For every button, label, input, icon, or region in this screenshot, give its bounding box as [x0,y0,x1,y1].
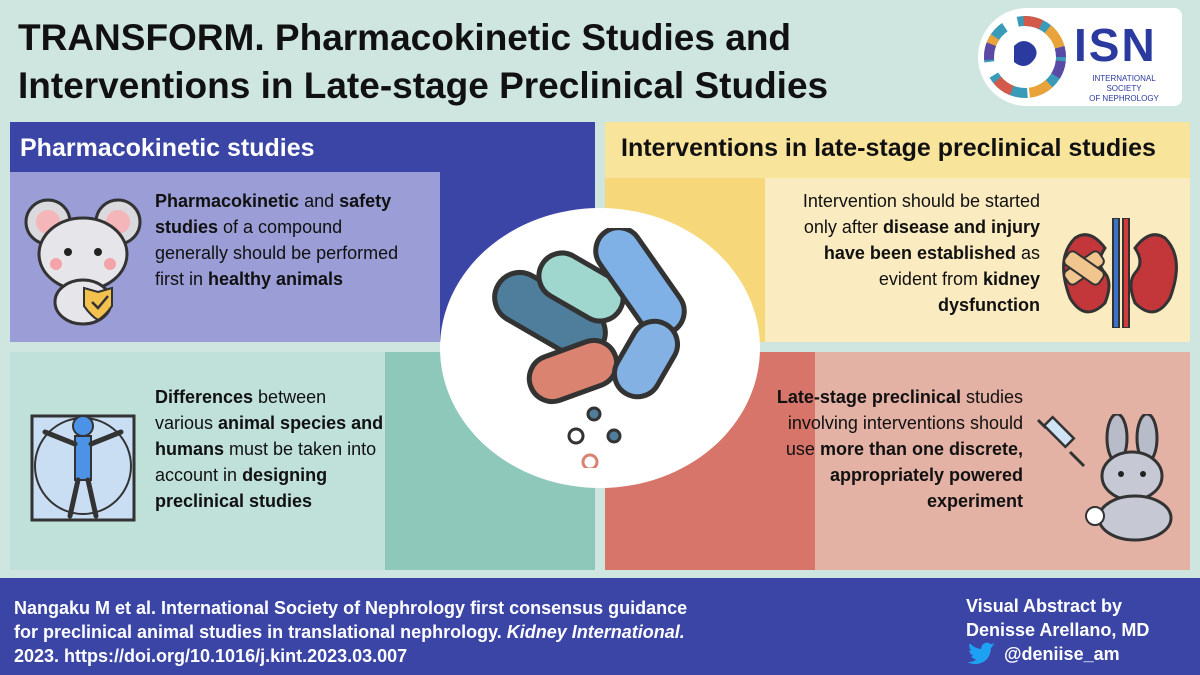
title-line-1: TRANSFORM. Pharmacokinetic Studies and [18,17,792,58]
rabbit-icon [1085,414,1173,542]
panel-heading-bg [605,122,1190,178]
twitter-icon [967,642,995,665]
pk-text-bold-2: safety studies [155,191,392,237]
logo-subtitle: INTERNATIONAL SOCIETY OF NEPHROLOGY [1076,74,1172,104]
pk-text-2: of a compound generally should be perfor… [155,217,399,289]
panel-differences: Differences between various animal speci… [10,352,595,570]
pk-text-bold-3: healthy animals [208,269,344,289]
differences-text-bold-3: designing preclinical studies [155,465,328,511]
differences-text-1: between various [155,387,327,433]
footer: Nangaku M et al. International Society o… [0,578,1200,675]
panel-heading: Interventions in late-stage preclinical … [621,134,1156,162]
panel-interventions: Interventions in late-stage preclinical … [605,122,1190,342]
differences-text: Differences between various animal speci… [155,384,385,514]
credit-line-2: Denisse Arellano, MD [966,620,1150,640]
pk-text: Pharmacokinetic and safety studies of a … [155,188,415,292]
interventions-text-2: as evident from [878,243,1040,289]
globe-icon [984,16,1066,98]
twitter-handle-row[interactable]: @deniise_am [966,642,1186,666]
citation-text-2: 2023. https://doi.org/10.1016/j.kint.202… [14,646,408,666]
header: TRANSFORM. Pharmacokinetic Studies and I… [0,0,1200,118]
title-line-2: Interventions in Late-stage Preclinical … [18,65,829,106]
logo-subtitle-line-2: OF NEPHROLOGY [1089,94,1159,103]
page-title: TRANSFORM. Pharmacokinetic Studies and I… [18,14,938,110]
logo-subtitle-line-1: INTERNATIONAL SOCIETY [1092,74,1156,93]
syringe-icon [1036,415,1086,468]
pk-text-1: and [299,191,340,211]
credit-line-1: Visual Abstract by [966,596,1123,616]
interventions-text-1: Intervention should be started only afte… [802,191,1040,237]
differences-text-bold-2: animal species and humans [155,413,384,459]
credit: Visual Abstract by Denisse Arellano, MD … [966,594,1186,666]
late-stage-text-bold-1: Late-stage preclinical [776,387,961,407]
panel-late-stage: Late-stage preclinical studies involving… [605,352,1190,570]
citation-journal: Kidney International. [506,622,685,642]
kidney-icon [1062,218,1178,328]
citation-text-1: Nangaku M et al. International Society o… [14,598,688,642]
late-stage-text: Late-stage preclinical studies involving… [775,384,1023,514]
citation: Nangaku M et al. International Society o… [14,596,714,668]
late-stage-text-bold-2: more than one discrete, appropriately po… [819,439,1023,511]
late-stage-text-1: studies involving interventions should u… [785,387,1023,459]
interventions-text: Intervention should be started only afte… [780,188,1040,318]
panel-heading: Pharmacokinetic studies [20,134,315,162]
mouse-icon [24,198,142,326]
pk-text-bold-1: Pharmacokinetic [155,191,300,211]
interventions-text-bold-1: disease and injury have been established [823,217,1040,263]
logo-abbr: ISN [1074,19,1157,71]
twitter-handle[interactable]: @deniise_am [1004,644,1120,664]
differences-text-2: must be taken into account in [155,439,377,485]
isn-logo: ISN INTERNATIONAL SOCIETY OF NEPHROLOGY [978,8,1182,106]
vitruvian-man-icon [30,414,136,522]
differences-text-bold-1: Differences [155,387,254,407]
interventions-text-bold-2: kidney dysfunction [938,269,1040,315]
pills-icon [492,228,687,468]
